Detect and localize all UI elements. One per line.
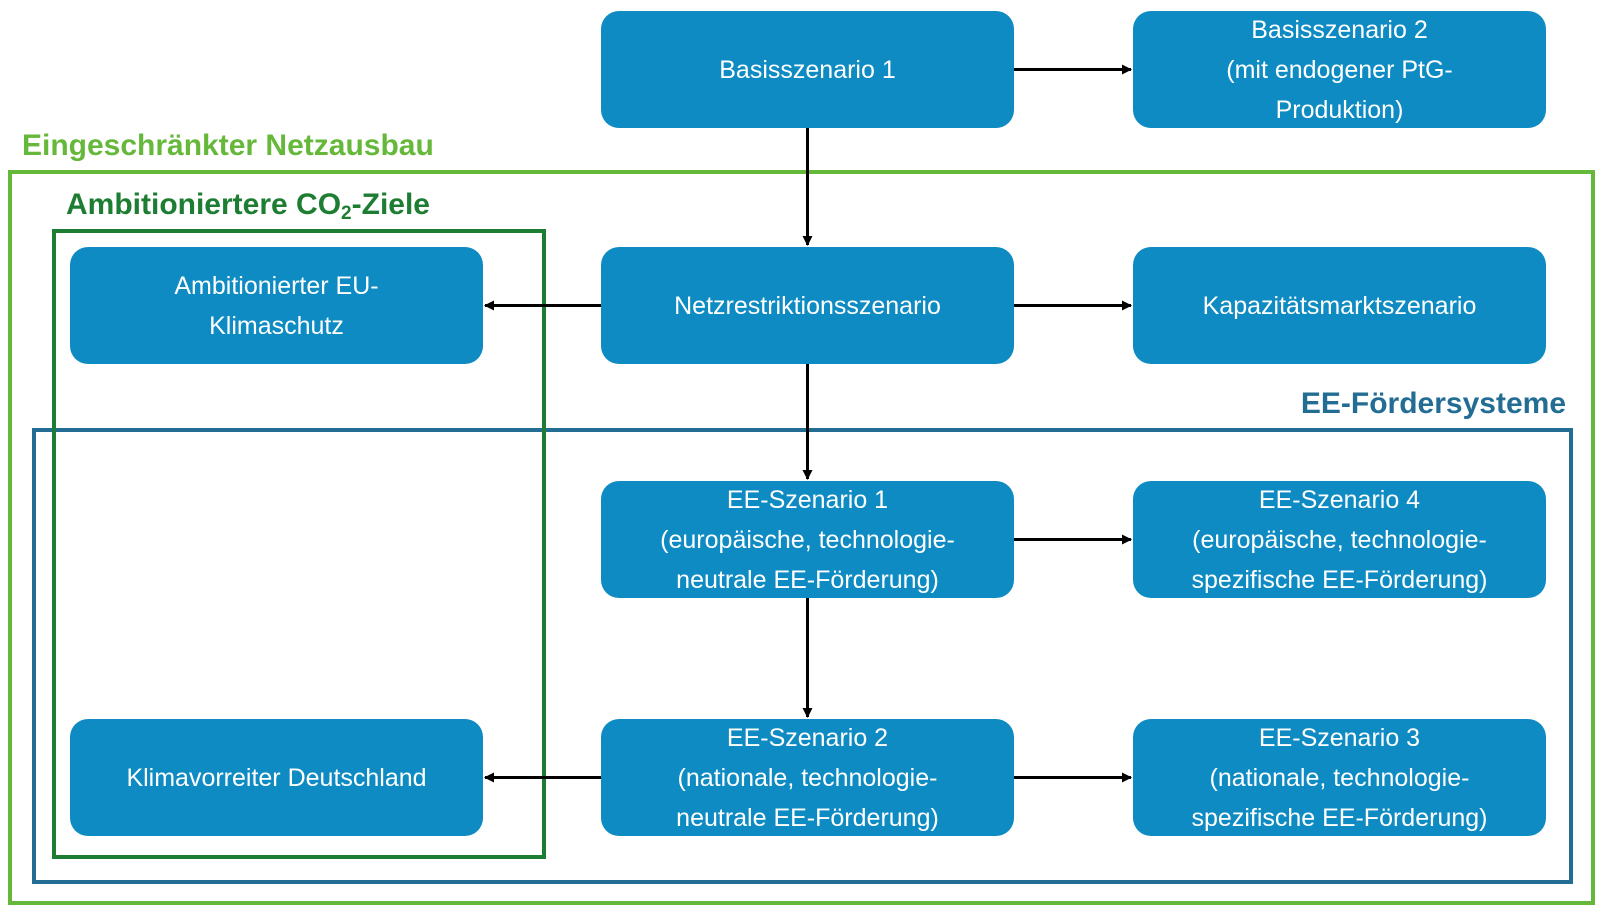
node-klimavorreiter-deutschland: Klimavorreiter Deutschland bbox=[70, 719, 483, 836]
node-ee-szenario-4: EE-Szenario 4 (europäische, technologie-… bbox=[1133, 481, 1546, 598]
ee-foerdersysteme-group-label: EE-Fördersysteme bbox=[1300, 387, 1566, 420]
co2-ziele-group-frame bbox=[52, 229, 546, 859]
node-ee-szenario-3: EE-Szenario 3 (nationale, technologie- s… bbox=[1133, 719, 1546, 836]
node-ee-szenario-1: EE-Szenario 1 (europäische, technologie-… bbox=[601, 481, 1014, 598]
netzausbau-group-label: Eingeschränkter Netzausbau bbox=[22, 129, 434, 162]
co2-ziele-group-label: Ambitioniertere CO2-Ziele bbox=[66, 188, 430, 224]
netzausbau-group-frame bbox=[8, 170, 1595, 905]
node-ambitionierter-eu-klimaschutz: Ambitionierter EU- Klimaschutz bbox=[70, 247, 483, 364]
node-netzrestriktionsszenario: Netzrestriktionsszenario bbox=[601, 247, 1014, 364]
node-basisszenario-1: Basisszenario 1 bbox=[601, 11, 1014, 128]
node-kapazitaetsmarktszenario: Kapazitätsmarktszenario bbox=[1133, 247, 1546, 364]
node-ee-szenario-2: EE-Szenario 2 (nationale, technologie- n… bbox=[601, 719, 1014, 836]
node-basisszenario-2: Basisszenario 2 (mit endogener PtG- Prod… bbox=[1133, 11, 1546, 128]
ee-foerdersysteme-group-frame bbox=[32, 428, 1573, 884]
